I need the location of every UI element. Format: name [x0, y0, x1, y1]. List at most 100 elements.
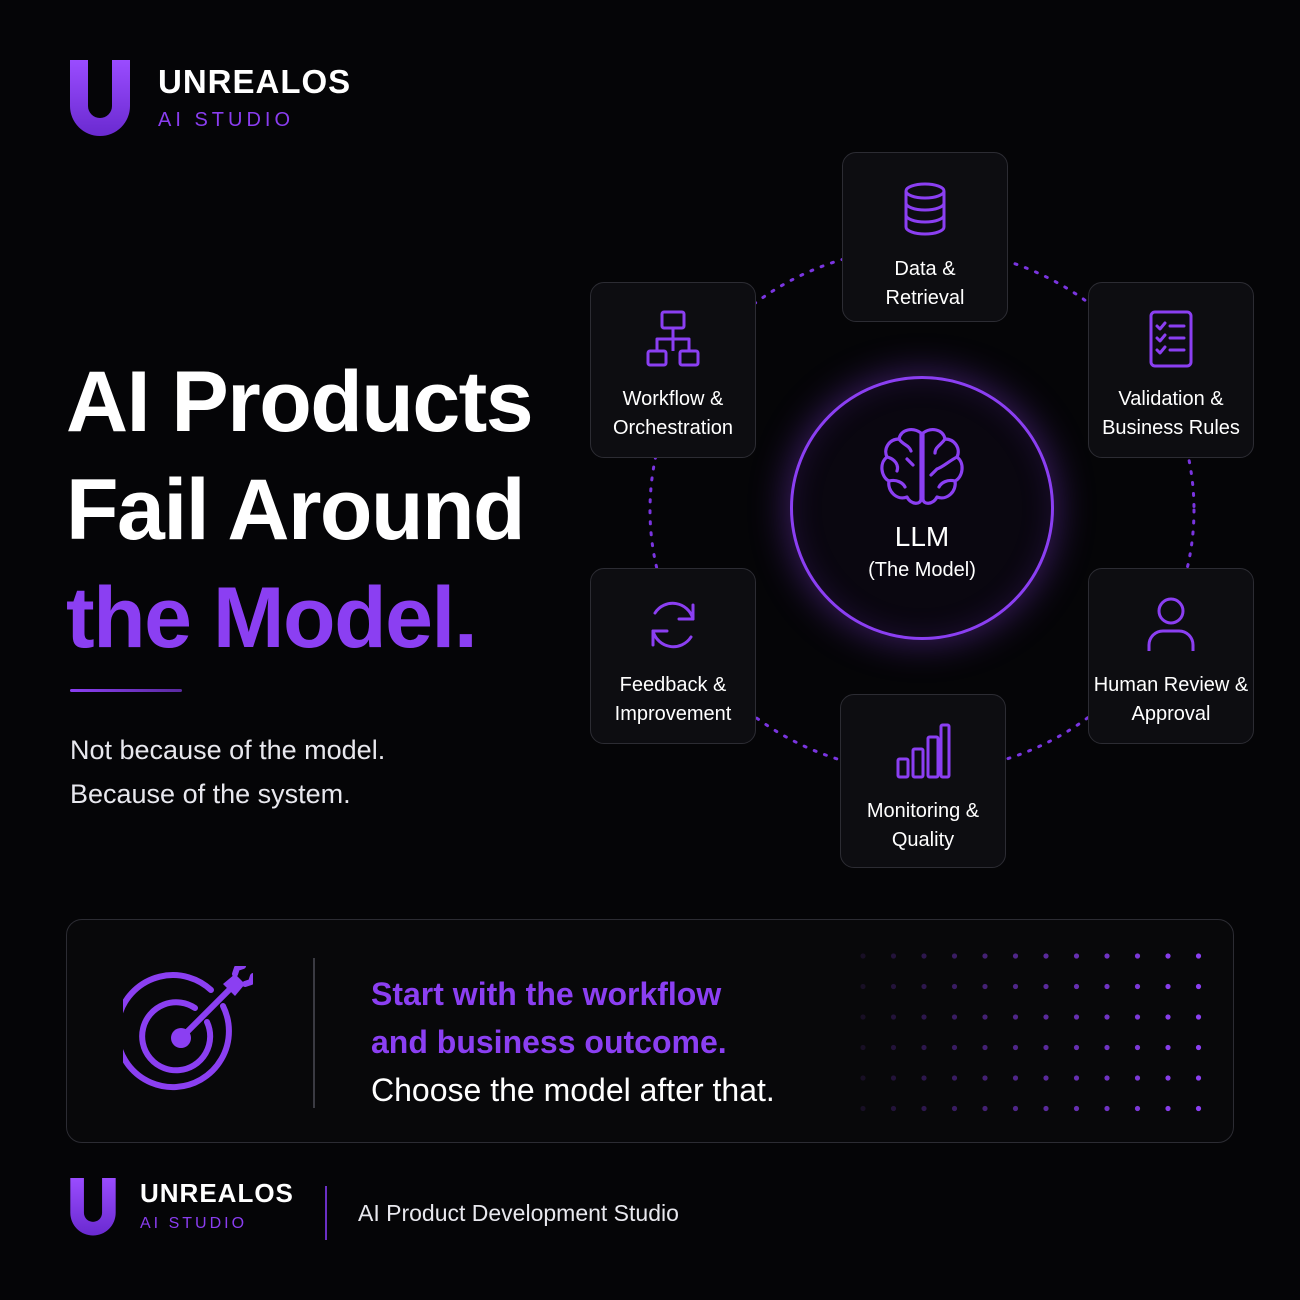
callout-divider — [313, 958, 315, 1108]
decor-dot — [951, 1105, 958, 1112]
decor-dot — [1043, 1075, 1049, 1081]
decor-dot — [1104, 1014, 1110, 1020]
decor-dot — [982, 1014, 988, 1020]
callout-highlight-2: and business outcome. — [371, 1024, 727, 1060]
decor-dot — [982, 1075, 988, 1081]
decor-dot — [890, 983, 897, 990]
user-icon — [1147, 597, 1195, 651]
decor-dot — [1195, 983, 1202, 990]
decor-dot — [1043, 983, 1049, 990]
target-icon — [123, 966, 253, 1090]
node-label: Human Review & Approval — [1093, 674, 1249, 725]
decor-dot — [1134, 953, 1141, 959]
decor-dot — [1073, 983, 1080, 990]
decor-dot — [1165, 953, 1171, 959]
decor-dot — [1165, 1075, 1171, 1081]
callout-card: Start with the workflow and business out… — [66, 919, 1234, 1143]
brand-logo-top: UNREALOS AI STUDIO — [66, 56, 351, 138]
decor-dot — [1012, 1075, 1019, 1081]
decor-dot — [1195, 1075, 1202, 1081]
decor-dot — [982, 1044, 988, 1051]
node-feedback: Feedback & Improvement — [590, 568, 756, 744]
decor-dot — [860, 1105, 866, 1112]
decor-dot — [1134, 983, 1141, 990]
decor-dot — [921, 1075, 927, 1081]
decor-dot — [921, 953, 927, 959]
node-validation: Validation & Business Rules — [1088, 282, 1254, 458]
decor-dot — [982, 983, 988, 990]
decor-dot — [1134, 1105, 1141, 1112]
headline: AI Products Fail Around the Model. — [66, 348, 534, 672]
refresh-icon — [651, 601, 695, 649]
node-label: Monitoring & Quality — [866, 800, 980, 851]
brand-sub: AI STUDIO — [158, 108, 295, 131]
headline-line-2: Fail Around — [66, 462, 526, 558]
decor-dot — [890, 1014, 897, 1020]
brand-logo-bottom: UNREALOS AI STUDIO — [66, 1175, 294, 1237]
checklist-icon — [1149, 310, 1193, 368]
decor-dot — [1012, 983, 1019, 990]
subtext-line-1: Not because of the model. — [70, 735, 386, 765]
llm-subtitle: (The Model) — [868, 559, 976, 581]
decor-dot — [921, 1014, 927, 1020]
decor-dot — [1104, 1105, 1110, 1112]
decor-dot — [1012, 1014, 1019, 1020]
decor-dot — [860, 983, 866, 990]
database-icon — [904, 182, 946, 236]
decor-dot — [1043, 1105, 1049, 1112]
footer-divider — [325, 1186, 327, 1240]
node-workflow: Workflow & Orchestration — [590, 282, 756, 458]
decor-dot — [1195, 953, 1202, 959]
node-label: Data & Retrieval — [885, 258, 965, 309]
logo-u-icon — [70, 60, 130, 136]
node-human-review: Human Review & Approval — [1088, 568, 1254, 744]
decor-dot — [890, 953, 897, 959]
flowchart-icon — [646, 310, 700, 367]
subtext-line-2: Because of the system. — [70, 779, 351, 809]
decor-dot — [921, 983, 927, 990]
node-label: Validation & Business Rules — [1102, 388, 1240, 439]
decor-dot — [1165, 983, 1171, 990]
decor-dot — [1165, 1105, 1171, 1112]
decor-dot — [921, 1044, 927, 1051]
node-label: Feedback & Improvement — [614, 674, 732, 725]
decor-dot — [1073, 1105, 1080, 1112]
subtext: Not because of the model. Because of the… — [70, 728, 385, 816]
decor-dot — [1012, 1105, 1019, 1112]
decor-dot — [1134, 1075, 1141, 1081]
decor-dot — [951, 1075, 958, 1081]
footer-tagline: AI Product Development Studio — [358, 1200, 679, 1226]
brand-name: UNREALOS — [158, 62, 352, 100]
node-monitoring: Monitoring & Quality — [840, 694, 1006, 868]
decor-dot — [1104, 1075, 1110, 1081]
decor-dot — [951, 983, 958, 990]
decor-dot — [1134, 1014, 1141, 1020]
decor-dot — [921, 1105, 927, 1112]
decor-dot — [1073, 1075, 1080, 1081]
decor-dot — [1073, 1014, 1080, 1020]
logo-u-icon — [70, 1178, 116, 1236]
decor-dot — [1104, 1044, 1110, 1051]
callout-message: Start with the workflow and business out… — [371, 970, 775, 1114]
callout-plain: Choose the model after that. — [371, 1072, 775, 1108]
headline-divider — [70, 689, 182, 692]
decor-dot — [890, 1044, 897, 1051]
decor-dot — [1073, 953, 1080, 959]
decor-dot — [860, 1014, 866, 1020]
decor-dot — [860, 1044, 866, 1051]
dot-grid-decoration — [860, 953, 1202, 1112]
decor-dot — [1165, 1014, 1171, 1020]
callout-highlight-1: Start with the workflow — [371, 976, 722, 1012]
decor-dot — [1043, 1014, 1049, 1020]
decor-dot — [890, 1075, 897, 1081]
decor-dot — [1104, 983, 1110, 990]
decor-dot — [1195, 1105, 1202, 1112]
brand-name: UNREALOS — [140, 1178, 294, 1208]
decor-dot — [1012, 1044, 1019, 1051]
decor-dot — [1043, 953, 1049, 959]
decor-dot — [1134, 1044, 1141, 1051]
decor-dot — [951, 953, 958, 959]
decor-dot — [982, 953, 988, 959]
headline-line-1: AI Products — [66, 354, 534, 450]
decor-dot — [1195, 1044, 1202, 1051]
